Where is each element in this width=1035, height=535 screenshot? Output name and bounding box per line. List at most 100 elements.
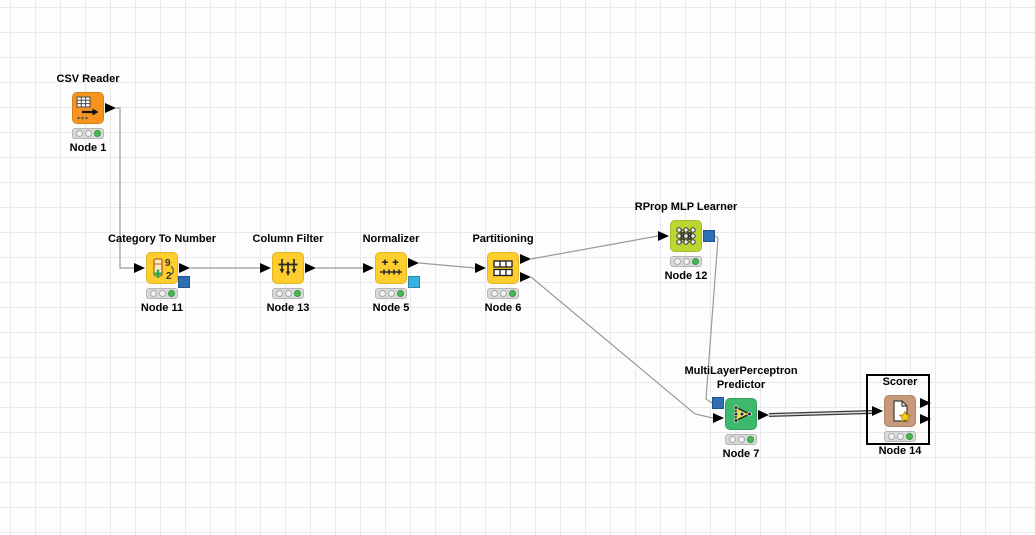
connection-normalizer-to-partitioning[interactable]: [418, 262, 476, 269]
data-in-port[interactable]: [134, 263, 145, 273]
node-title-line: Category To Number: [108, 233, 216, 245]
model-in-blue-port[interactable]: [712, 397, 724, 409]
node-title[interactable]: Scorer: [883, 375, 918, 389]
traffic-light-status: [146, 288, 178, 299]
data-out-port[interactable]: [920, 398, 931, 408]
traffic-dot-green: [746, 436, 754, 443]
data-out-port[interactable]: [758, 410, 769, 420]
node-label[interactable]: Node 5: [372, 302, 410, 314]
connection-partitioning-to-rprop-mlp-learner[interactable]: [530, 235, 659, 260]
data-in-port[interactable]: [260, 263, 271, 273]
data-in-port[interactable]: [713, 413, 724, 423]
data-out-port[interactable]: [408, 258, 419, 268]
traffic-dot-off: [84, 130, 92, 137]
data-in-port[interactable]: [872, 406, 883, 416]
data-out-port[interactable]: [920, 414, 931, 424]
svg-text:2: 2: [166, 271, 172, 282]
data-in-port[interactable]: [475, 263, 486, 273]
traffic-dot-green: [167, 290, 175, 297]
data-in-port[interactable]: [658, 231, 669, 241]
selection-border-scorer: [866, 374, 930, 445]
traffic-dot-off: [75, 130, 83, 137]
connection-predictor-to-scorer[interactable]: [768, 410, 873, 417]
partitioning-icon: [487, 252, 519, 284]
traffic-light-status: [375, 288, 407, 299]
node-title-line: MultiLayerPerceptron: [684, 365, 798, 377]
data-out-port[interactable]: [520, 272, 531, 282]
node-title[interactable]: Category To Number: [108, 232, 216, 246]
model-out-cyan-port[interactable]: [408, 276, 420, 288]
traffic-dot-off: [378, 290, 386, 297]
traffic-dot-off: [682, 258, 690, 265]
traffic-light-status: [487, 288, 519, 299]
data-in-port[interactable]: [363, 263, 374, 273]
traffic-dot-off: [887, 433, 895, 440]
node-title-line: Partitioning: [472, 233, 534, 245]
traffic-dot-green: [508, 290, 516, 297]
traffic-dot-off: [737, 436, 745, 443]
model-out-blue-port[interactable]: [703, 230, 715, 242]
scorer-icon: [884, 395, 916, 427]
node-title[interactable]: Partitioning: [472, 232, 533, 246]
node-label[interactable]: Node 1: [69, 142, 107, 154]
connection-csv-reader-to-category-to-number[interactable]: [116, 107, 134, 269]
traffic-dot-green: [293, 290, 301, 297]
traffic-light-status: [272, 288, 304, 299]
node-label[interactable]: Node 11: [140, 302, 184, 314]
traffic-dot-green: [93, 130, 101, 137]
traffic-dot-off: [149, 290, 157, 297]
node-label[interactable]: Node 7: [722, 448, 760, 460]
traffic-light-status: [72, 128, 104, 139]
node-title[interactable]: CSV Reader: [57, 72, 120, 86]
node-label[interactable]: Node 13: [266, 302, 310, 314]
node-title-line: Normalizer: [362, 233, 420, 245]
data-out-port[interactable]: [105, 103, 116, 113]
traffic-light-status: [725, 434, 757, 445]
traffic-dot-off: [387, 290, 395, 297]
traffic-light-status: [884, 431, 916, 442]
node-title[interactable]: Normalizer: [363, 232, 420, 246]
traffic-dot-off: [158, 290, 166, 297]
data-out-port[interactable]: [520, 254, 531, 264]
node-title-line: Scorer: [882, 376, 918, 388]
traffic-dot-green: [905, 433, 913, 440]
traffic-dot-off: [499, 290, 507, 297]
node-label[interactable]: Node 12: [664, 270, 708, 282]
node-title-line: Column Filter: [252, 233, 324, 245]
node-label[interactable]: Node 14: [878, 445, 922, 457]
data-out-port[interactable]: [305, 263, 316, 273]
model-out-blue-port[interactable]: [178, 276, 190, 288]
data-out-port[interactable]: [179, 263, 190, 273]
node-title-line: RProp MLP Learner: [634, 201, 738, 213]
traffic-dot-off: [896, 433, 904, 440]
node-title[interactable]: RProp MLP Learner: [635, 200, 738, 214]
node-title-line: CSV Reader: [56, 73, 120, 85]
traffic-dot-green: [396, 290, 404, 297]
predictor-icon: [725, 398, 757, 430]
table-reader-icon: [72, 92, 104, 124]
node-label[interactable]: Node 6: [484, 302, 522, 314]
traffic-dot-off: [275, 290, 283, 297]
traffic-dot-off: [284, 290, 292, 297]
traffic-dot-off: [728, 436, 736, 443]
node-title[interactable]: Column Filter: [253, 232, 324, 246]
connection-rprop-mlp-learner-to-predictor[interactable]: [705, 235, 719, 404]
svg-text:9: 9: [165, 258, 171, 269]
traffic-dot-off: [490, 290, 498, 297]
neural-net-icon: [670, 220, 702, 252]
traffic-light-status: [670, 256, 702, 267]
node-title-line: Predictor: [716, 379, 766, 391]
traffic-dot-green: [691, 258, 699, 265]
connection-partitioning-to-predictor[interactable]: [530, 276, 714, 419]
